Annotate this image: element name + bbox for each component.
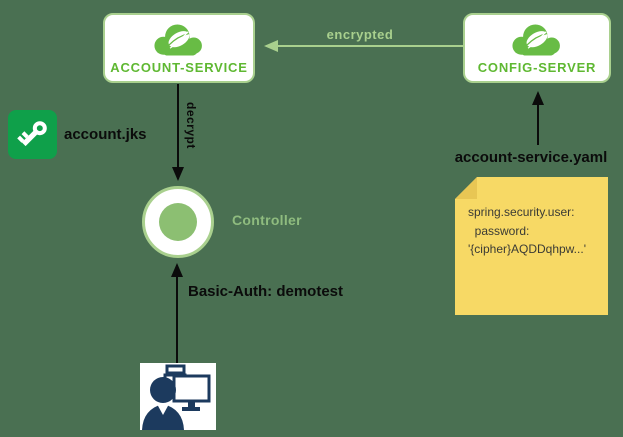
spring-cloud-logo-icon (512, 23, 560, 56)
note-text: spring.security.user: password: '{cipher}… (468, 203, 602, 259)
edge-basic-auth-label: Basic-Auth: demotest (188, 283, 344, 300)
keystore-badge (8, 110, 57, 159)
edge-encrypted-label: encrypted (326, 27, 394, 42)
spring-cloud-logo-icon (154, 23, 202, 56)
keystore-label: account.jks (64, 126, 147, 143)
node-account-service-label: ACCOUNT-SERVICE (110, 59, 248, 75)
yaml-sticky-note: spring.security.user: password: '{cipher}… (455, 177, 608, 315)
node-controller (142, 186, 214, 258)
node-controller-label: Controller (232, 212, 302, 228)
user-at-computer-icon (142, 364, 211, 430)
node-config-server-label: CONFIG-SERVER (477, 59, 597, 75)
controller-core-dot (159, 203, 197, 241)
user-badge (140, 363, 216, 430)
note-line: password: (468, 223, 530, 238)
node-config-server: CONFIG-SERVER (463, 13, 611, 83)
note-line: spring.security.user: (468, 205, 575, 219)
note-fold-corner (455, 177, 477, 199)
yaml-file-label: account-service.yaml (454, 149, 608, 166)
node-account-service: ACCOUNT-SERVICE (103, 13, 255, 83)
note-line: '{cipher}AQDDqhpw...' (468, 242, 586, 257)
edge-decrypt-label: decrypt (184, 102, 198, 149)
key-icon (16, 120, 47, 146)
